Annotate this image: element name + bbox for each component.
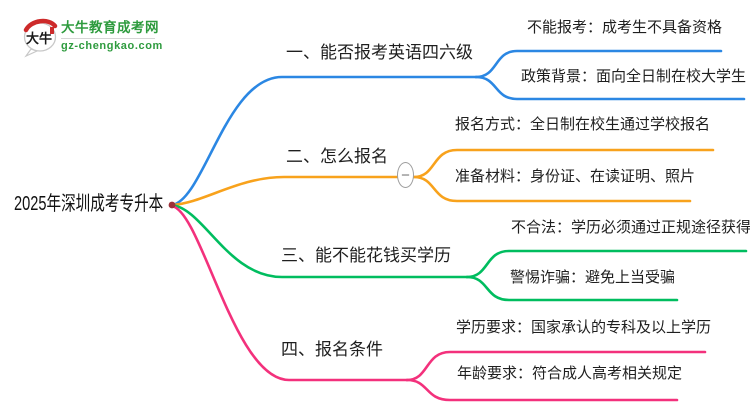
bull-mascot-icon: 大牛: [23, 18, 58, 58]
branch-3-lines: [170, 203, 748, 302]
branch-4-label[interactable]: 四、报名条件: [281, 340, 383, 359]
branch-4-child-2-label[interactable]: 年龄要求：符合成人高考相关规定: [457, 365, 683, 382]
branch-2-child-1-label[interactable]: 报名方式：全日制在校生通过学校报名: [455, 116, 711, 133]
branch-1-lines: [170, 49, 746, 207]
branch-1-child-1-line: [474, 49, 723, 79]
branch-2-collapse-toggle[interactable]: −: [397, 162, 414, 188]
branch-2-label[interactable]: 二、怎么报名: [286, 147, 388, 166]
branch-2-child-2-label[interactable]: 准备材料：身份证、在读证明、照片: [455, 168, 696, 185]
branch-1-label[interactable]: 一、能否报考英语四六级: [286, 43, 473, 62]
branch-1-child-2-label[interactable]: 政策背景：面向全日制在校大学生: [521, 68, 747, 85]
branch-1-child-2-line: [474, 75, 746, 101]
branch-2-lines: [170, 148, 715, 207]
branch-1-child-1-label[interactable]: 不能报考：成考生不具备资格: [527, 19, 723, 36]
branch-4-child-2-line: [405, 378, 679, 402]
branch-2-child-2-line: [412, 175, 692, 203]
branch-2-child-1-line: [412, 148, 715, 179]
branch-3-child-2-label[interactable]: 警惕诈骗：避免上当受骗: [510, 269, 676, 286]
branch-4-main-line: [170, 204, 409, 382]
branch-4-child-1-label[interactable]: 学历要求：国家承认的专科及以上学历: [456, 319, 712, 336]
site-logo[interactable]: 大牛 大牛教育成考网 gz-chengkao.com: [0, 0, 220, 70]
root-node-dot: [168, 201, 176, 209]
branch-3-child-1-line: [465, 249, 748, 279]
branch-1-main-line: [170, 75, 478, 207]
branch-4-lines: [170, 204, 707, 402]
branch-3-label[interactable]: 三、能不能花钱买学历: [281, 246, 451, 265]
site-name: 大牛教育成考网: [61, 20, 159, 35]
branch-2-main-line: [170, 175, 399, 207]
branch-3-main-line: [170, 203, 469, 279]
site-url: gz-chengkao.com: [61, 39, 163, 52]
root-topic-label[interactable]: 2025年深圳成考专升本: [14, 193, 164, 215]
branch-3-child-1-label[interactable]: 不合法：学历必须通过正规途径获得: [511, 219, 750, 236]
branch-4-child-1-line: [405, 350, 707, 382]
brand-divider: [61, 37, 155, 39]
svg-text:大牛: 大牛: [26, 31, 52, 46]
minus-icon: −: [401, 166, 410, 184]
branch-3-child-2-line: [465, 275, 679, 302]
